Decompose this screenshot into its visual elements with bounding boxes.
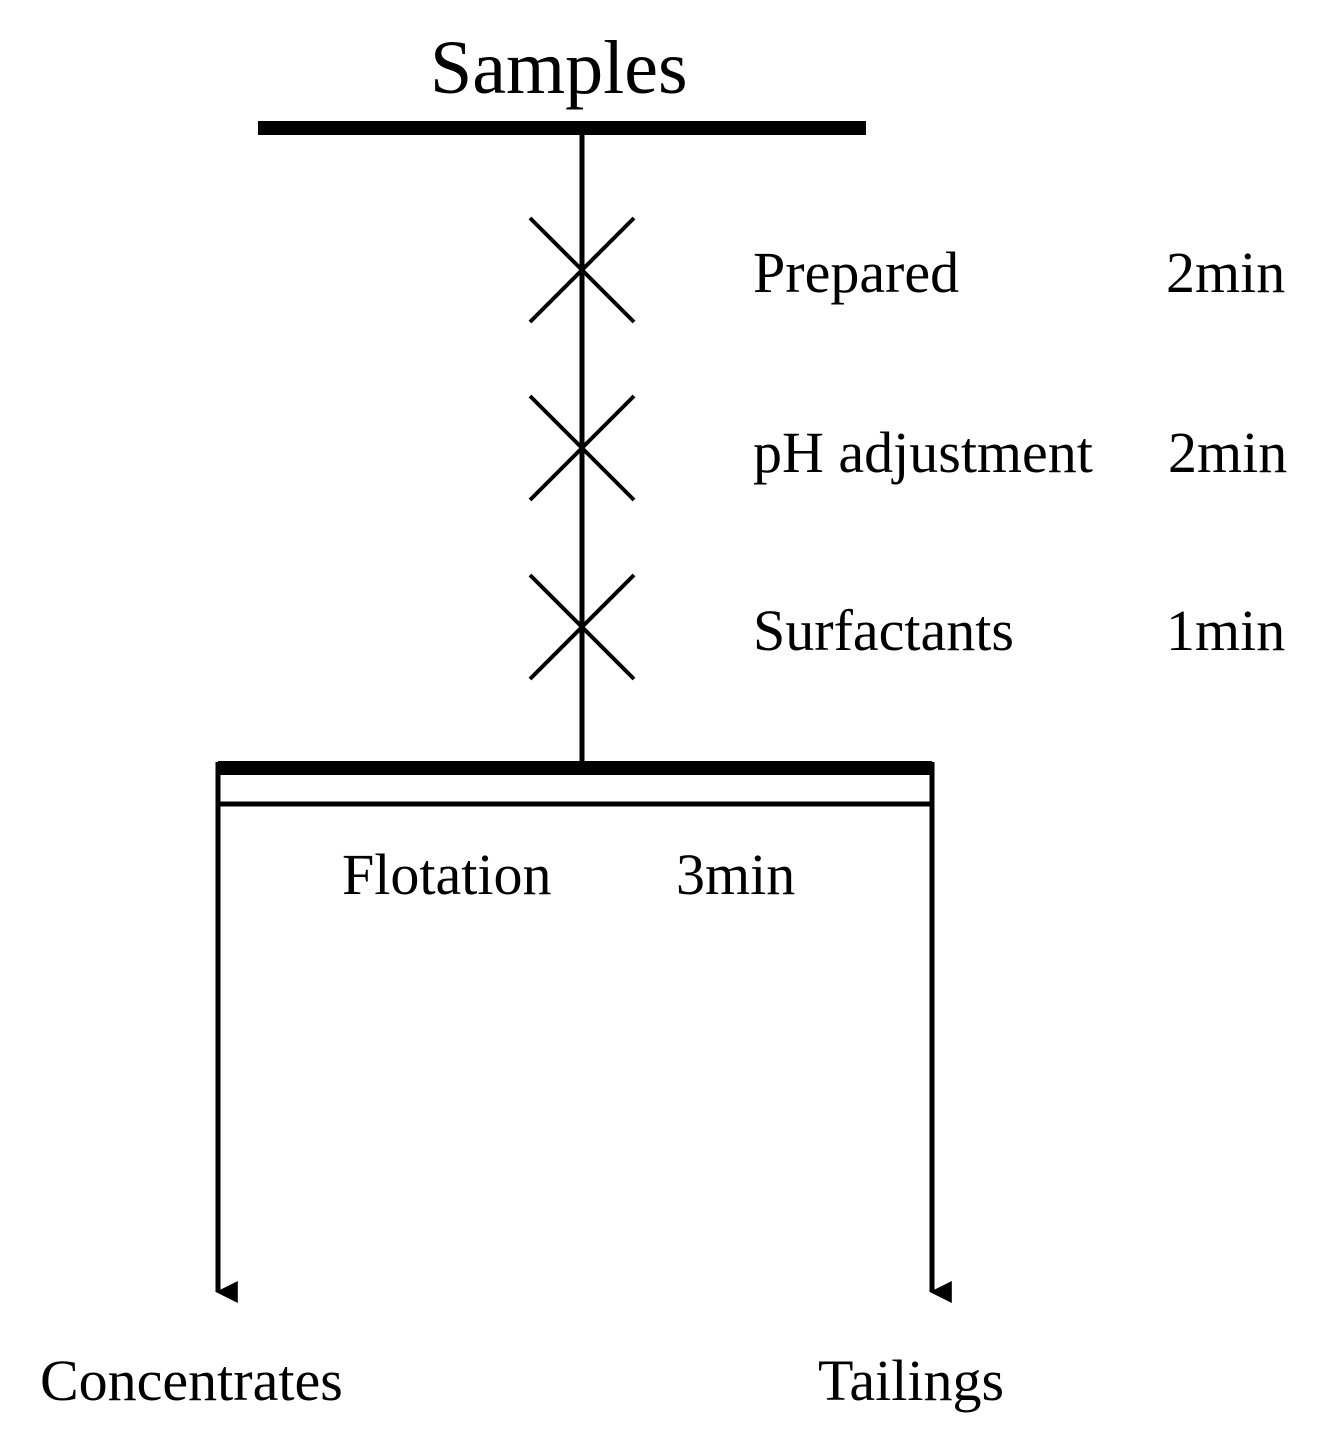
step-label-ph-adjustment: pH adjustment	[753, 420, 1093, 485]
output-tailings: Tailings	[818, 1348, 1005, 1413]
flotation-cell	[218, 761, 932, 807]
step-label-surfactants: Surfactants	[753, 598, 1014, 663]
step-marker-ph-adjustment	[528, 394, 636, 502]
flotation-time: 3min	[676, 842, 796, 907]
output-concentrates: Concentrates	[40, 1348, 343, 1413]
step-time-ph-adjustment: 2min	[1168, 420, 1288, 485]
step-time-surfactants: 1min	[1166, 598, 1286, 663]
step-marker-surfactants	[528, 573, 636, 681]
samples-title: Samples	[430, 26, 688, 110]
step-marker-prepared	[528, 216, 636, 324]
step-label-prepared: Prepared	[753, 240, 960, 305]
step-time-prepared: 2min	[1166, 240, 1286, 305]
flotation-label: Flotation	[342, 842, 552, 907]
